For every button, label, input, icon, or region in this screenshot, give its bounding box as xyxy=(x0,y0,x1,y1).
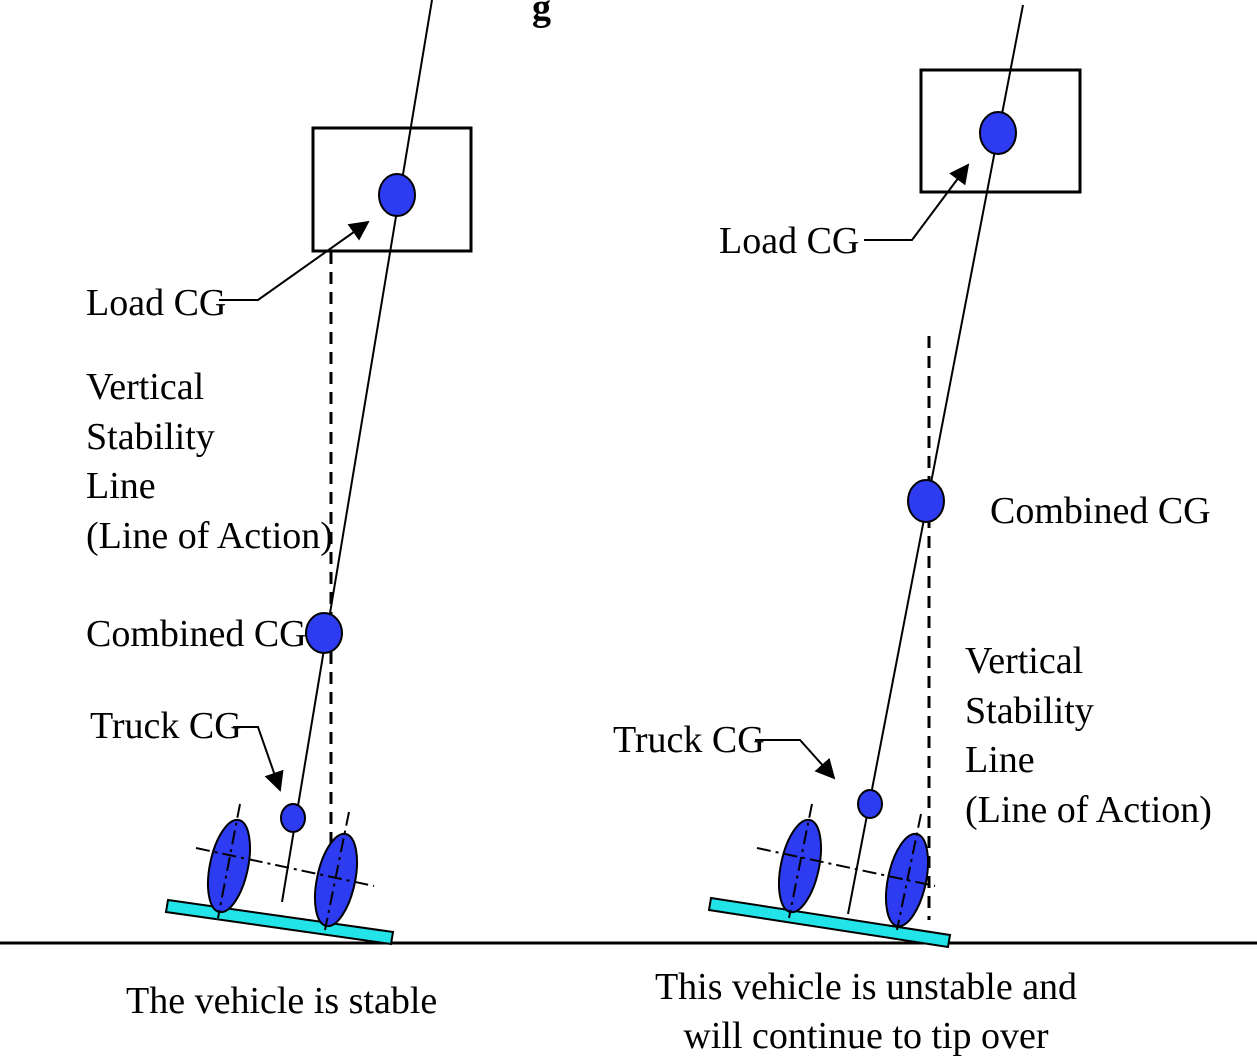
load-cg-dot xyxy=(979,111,1017,155)
truck-cg-arrow xyxy=(233,726,284,792)
front-wheel-axis xyxy=(324,811,350,931)
load-box xyxy=(311,126,473,253)
combined-cg-label: Combined CG xyxy=(990,490,1211,532)
stability-line-label-4: (Line of Action) xyxy=(86,515,333,557)
rear-wheel-axis xyxy=(788,803,813,919)
stable-caption: The vehicle is stable xyxy=(126,980,437,1022)
truck-cg-dot xyxy=(280,803,306,833)
platform xyxy=(164,898,395,946)
stability-line-label-2: Stability xyxy=(965,690,1094,732)
load-box xyxy=(919,68,1082,194)
unstable-caption-line-1: This vehicle is unstable and xyxy=(655,966,1077,1008)
combined-cg-dot xyxy=(305,612,343,654)
combined-cg-dot xyxy=(907,479,945,523)
truck-cg-arrow xyxy=(755,739,836,780)
stability-line-label-1: Vertical xyxy=(86,366,204,408)
stability-line-label-3: Line xyxy=(86,465,156,507)
stability-line-label-4: (Line of Action) xyxy=(965,789,1212,831)
mast-line xyxy=(847,4,1024,915)
load-cg-arrow xyxy=(864,163,970,241)
axle-line xyxy=(195,847,375,887)
truck-cg-dot xyxy=(857,789,883,819)
title-fragment: g xyxy=(532,0,551,29)
front-wheel-axis xyxy=(896,813,922,931)
stability-line-label-1: Vertical xyxy=(965,640,1083,682)
stability-line-label-3: Line xyxy=(965,739,1035,781)
stable-vehicle: Load CG Vertical Stability Line (Line of… xyxy=(86,0,473,1022)
load-cg-label: Load CG xyxy=(719,220,859,262)
load-cg-arrow xyxy=(219,220,370,301)
unstable-vehicle: Load CG Combined CG Vertical Stability L… xyxy=(613,4,1212,1057)
axle-line xyxy=(756,847,936,887)
load-cg-dot xyxy=(378,173,416,217)
truck-cg-label: Truck CG xyxy=(613,719,765,761)
unstable-caption-line-2: will continue to tip over xyxy=(683,1015,1049,1057)
load-cg-label: Load CG xyxy=(86,282,226,324)
rear-wheel-axis xyxy=(217,803,241,919)
truck-cg-label: Truck CG xyxy=(90,705,242,747)
combined-cg-label: Combined CG xyxy=(86,613,307,655)
platform xyxy=(707,896,952,949)
stability-line-label-2: Stability xyxy=(86,416,215,458)
front-wheel xyxy=(314,832,358,928)
mast-line xyxy=(281,0,433,903)
